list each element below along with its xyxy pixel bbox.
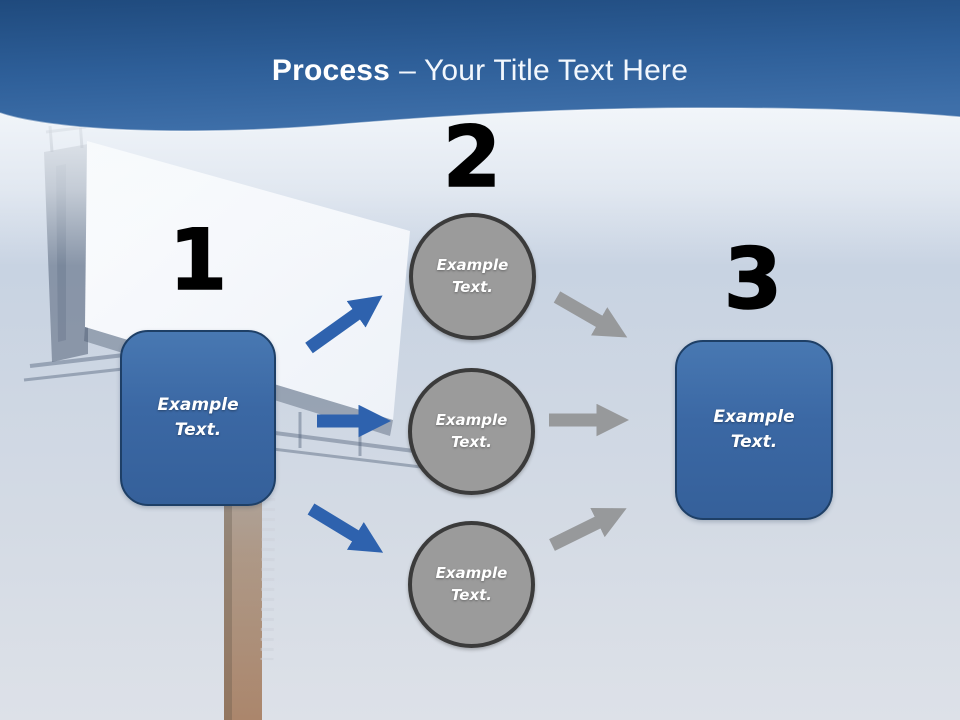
step-number-1: 1 [168, 211, 228, 309]
step1-box-label: Example Text. [157, 395, 239, 440]
slide-title-rest: – Your Title Text Here [399, 54, 689, 87]
pole-shading [224, 420, 232, 720]
step2-circle-bottom-label: Example Text. [435, 563, 508, 604]
header-wave-band [0, 0, 960, 132]
pole-ladder [260, 467, 276, 661]
step3-box-label: Example Text. [713, 407, 795, 452]
step2-circle-middle: Example Text. [408, 368, 535, 495]
step3-box: Example Text. [675, 340, 833, 520]
step2-circle-bottom: Example Text. [408, 521, 535, 648]
step2-circle-top-label: Example Text. [436, 255, 509, 296]
slide-title: Process– Your Title Text Here [0, 54, 960, 88]
step1-box: Example Text. [120, 330, 276, 506]
slide-title-bold: Process [271, 54, 391, 87]
step-number-3: 3 [723, 230, 783, 328]
step2-circle-top: Example Text. [409, 213, 536, 340]
step2-circle-middle-label: Example Text. [435, 410, 508, 451]
step-number-2: 2 [442, 108, 502, 206]
